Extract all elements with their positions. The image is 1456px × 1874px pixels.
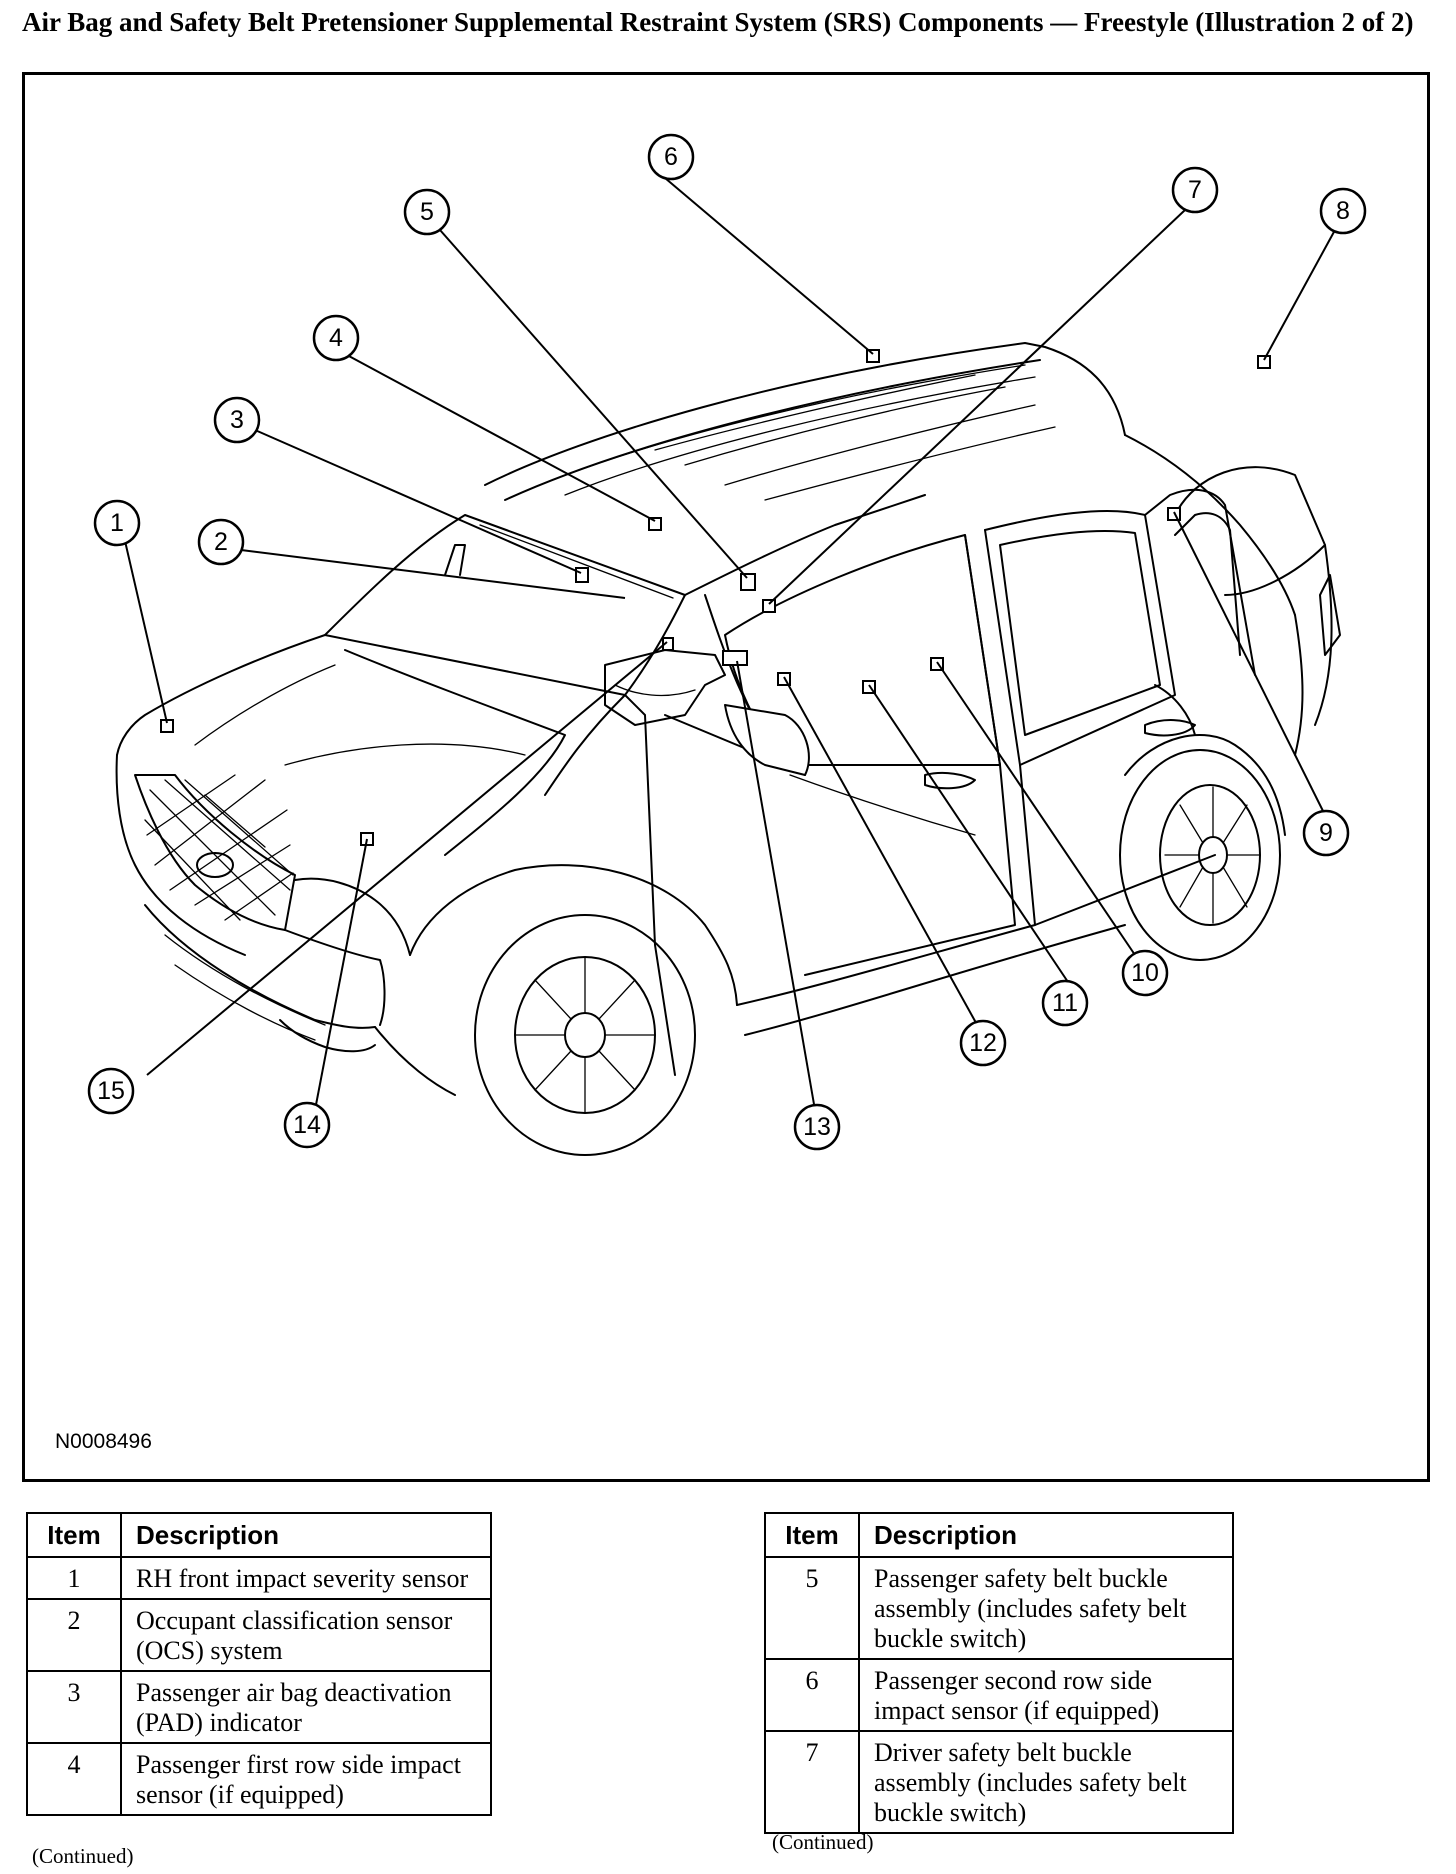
- item-number: 4: [26, 1742, 122, 1816]
- callout-4-label: 4: [329, 324, 343, 352]
- header-item: Item: [764, 1512, 860, 1558]
- callout-13-label: 13: [803, 1113, 831, 1141]
- item-description: Passenger second row side impact sensor …: [858, 1658, 1234, 1732]
- table-row: 2 Occupant classification sensor (OCS) s…: [26, 1598, 492, 1672]
- legend-table-left: Item Description 1 RH front impact sever…: [26, 1512, 492, 1816]
- header-item: Item: [26, 1512, 122, 1558]
- item-description: Passenger air bag deactivation (PAD) ind…: [120, 1670, 492, 1744]
- item-description: RH front impact severity sensor: [120, 1556, 492, 1600]
- callout-15-label: 15: [97, 1077, 125, 1105]
- vehicle-illustration: 1 2 3 4 5 6 7 8 9 10 11 12 13 14 15: [87, 133, 1367, 1156]
- figure-id: N0008496: [55, 1430, 152, 1453]
- item-description: Driver safety belt buckle assembly (incl…: [858, 1730, 1234, 1834]
- vehicle-drawing: [115, 342, 1341, 1156]
- second-row-side-impact-sensor-marker: [866, 349, 880, 363]
- callout-9-label: 9: [1319, 819, 1333, 847]
- callout-1-label: 1: [110, 509, 124, 537]
- continued-note-right: (Continued): [772, 1830, 874, 1854]
- item-number: 7: [764, 1730, 860, 1834]
- item-description: Passenger first row side impact sensor (…: [120, 1742, 492, 1816]
- diagram-figure: 1 2 3 4 5 6 7 8 9 10 11 12 13 14 15 N000…: [22, 72, 1430, 1482]
- table-row: 6 Passenger second row side impact senso…: [764, 1658, 1234, 1732]
- item-number: 2: [26, 1598, 122, 1672]
- item-description: Occupant classification sensor (OCS) sys…: [120, 1598, 492, 1672]
- callout-4: 4: [312, 314, 360, 362]
- component-markers: [160, 349, 1271, 846]
- header-description: Description: [858, 1512, 1234, 1558]
- driver-buckle-marker: [762, 599, 776, 613]
- component-13-marker: [722, 650, 748, 666]
- table-row: 5 Passenger safety belt buckle assembly …: [764, 1556, 1234, 1660]
- callout-3: 3: [213, 396, 261, 444]
- callout-10: 10: [1121, 949, 1169, 997]
- table-header-row: Item Description: [26, 1512, 492, 1558]
- callout-2-label: 2: [214, 528, 228, 556]
- table-row: 4 Passenger first row side impact sensor…: [26, 1742, 492, 1816]
- continued-note-left: (Continued): [32, 1844, 134, 1868]
- callout-14-label: 14: [293, 1111, 321, 1139]
- callout-7: 7: [1171, 166, 1219, 214]
- pad-indicator-marker: [575, 567, 589, 583]
- callout-10-label: 10: [1131, 959, 1159, 987]
- first-row-side-impact-sensor-marker: [648, 517, 662, 531]
- table-row: 1 RH front impact severity sensor: [26, 1556, 492, 1600]
- callout-13: 13: [793, 1103, 841, 1151]
- callout-8: 8: [1319, 187, 1367, 235]
- callout-5-label: 5: [420, 198, 434, 226]
- table-row: 7 Driver safety belt buckle assembly (in…: [764, 1730, 1234, 1834]
- callout-11: 11: [1041, 979, 1089, 1027]
- item-description: Passenger safety belt buckle assembly (i…: [858, 1556, 1234, 1660]
- page-title: Air Bag and Safety Belt Pretensioner Sup…: [22, 7, 1414, 37]
- callout-6-label: 6: [664, 143, 678, 171]
- item-number: 5: [764, 1556, 860, 1660]
- callout-15: 15: [87, 1067, 135, 1115]
- callout-3-label: 3: [230, 406, 244, 434]
- callout-2: 2: [197, 518, 245, 566]
- table-row: 3 Passenger air bag deactivation (PAD) i…: [26, 1670, 492, 1744]
- item-number: 6: [764, 1658, 860, 1732]
- callout-8-label: 8: [1336, 197, 1350, 225]
- callout-7-label: 7: [1188, 176, 1202, 204]
- callout-5: 5: [403, 188, 451, 236]
- leader-lines: [124, 177, 1336, 1111]
- callout-12-label: 12: [969, 1029, 997, 1057]
- callout-6: 6: [647, 133, 695, 181]
- legend-table-right: Item Description 5 Passenger safety belt…: [764, 1512, 1234, 1834]
- passenger-buckle-marker: [740, 573, 756, 591]
- component-8-marker: [1257, 355, 1271, 369]
- callout-11-label: 11: [1052, 989, 1078, 1017]
- table-header-row: Item Description: [764, 1512, 1234, 1558]
- callout-12: 12: [959, 1019, 1007, 1067]
- callout-14: 14: [283, 1101, 331, 1149]
- callout-9: 9: [1302, 809, 1350, 857]
- item-number: 3: [26, 1670, 122, 1744]
- header-description: Description: [120, 1512, 492, 1558]
- item-number: 1: [26, 1556, 122, 1600]
- component-15-marker: [662, 637, 674, 651]
- callout-1: 1: [93, 499, 141, 547]
